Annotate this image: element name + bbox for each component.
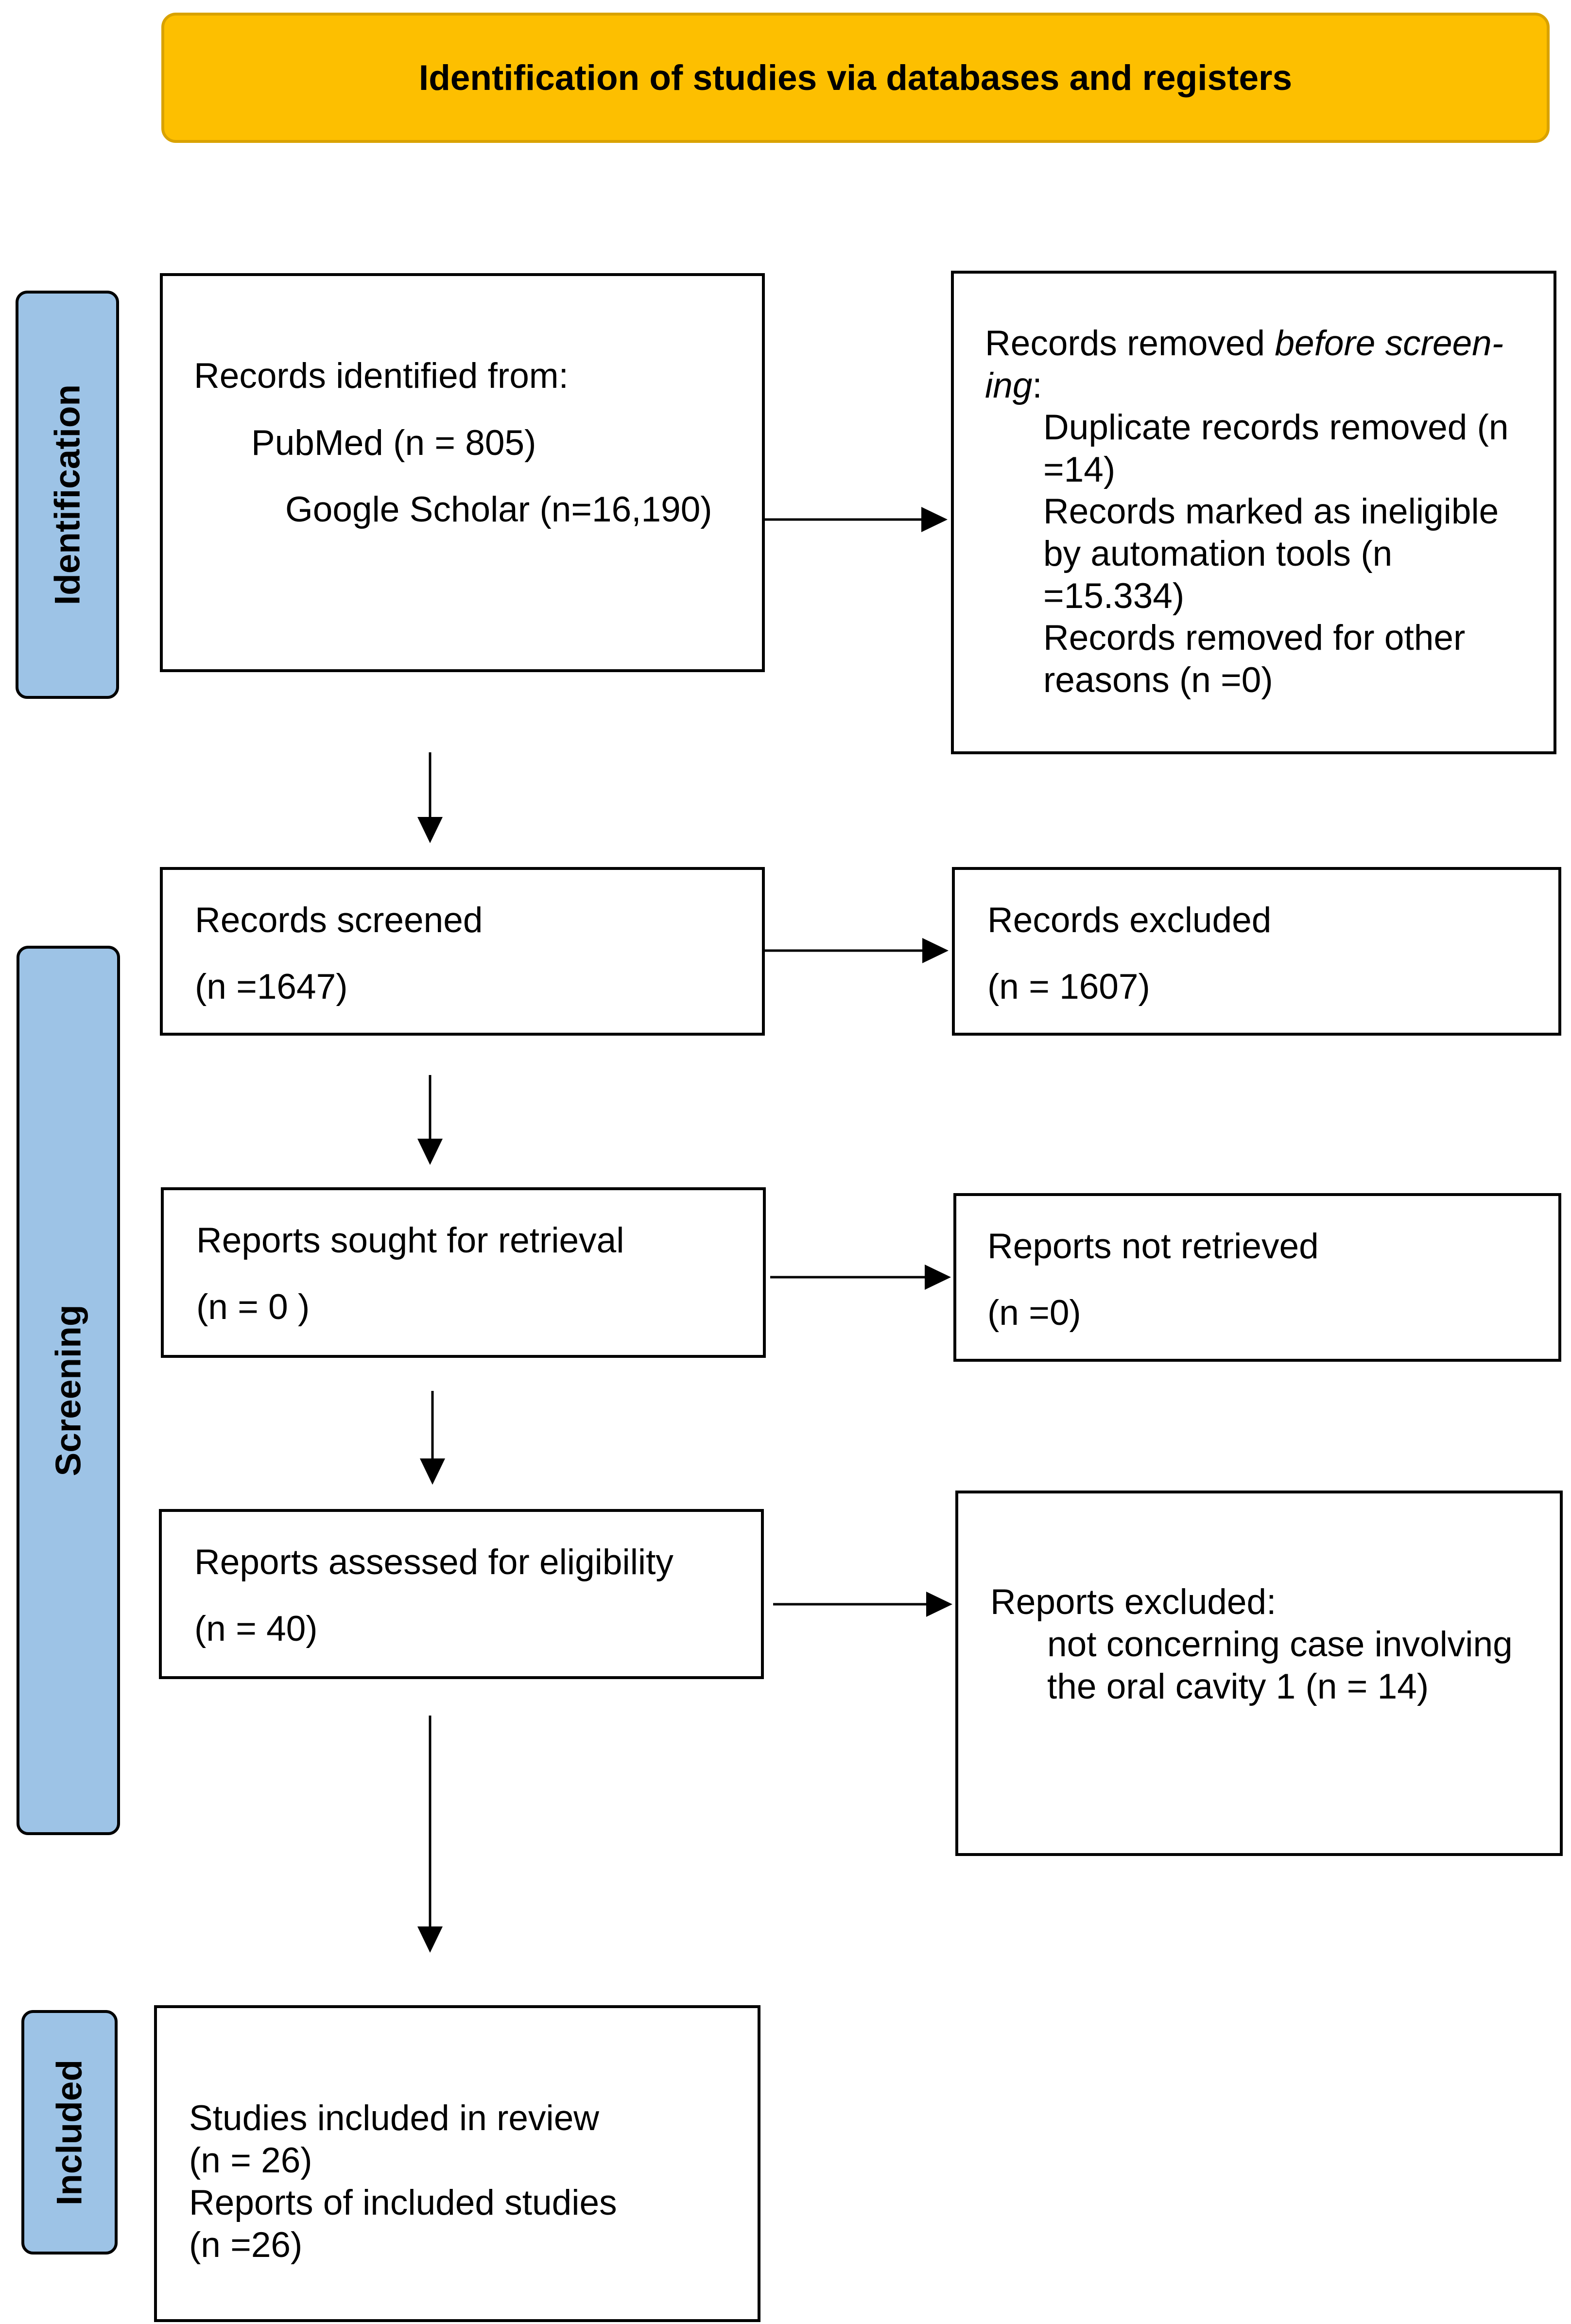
studies-included-box: Studies included in review (n = 26) Repo… — [154, 2005, 760, 2322]
reports-sought-label: Reports sought for retrieval — [196, 1221, 624, 1260]
records-identified-box: Records identified from: PubMed (n = 805… — [160, 273, 765, 672]
studies-included-label: Studies included in review — [189, 2099, 600, 2138]
google-scholar-count: Google Scholar (n=16,190) — [285, 490, 712, 529]
phase-screening: Screening — [17, 946, 120, 1835]
automation-line3: =15.334) — [1043, 576, 1185, 616]
records-removed-heading: Records removed before screen- — [985, 324, 1504, 363]
records-excluded-count: (n = 1607) — [987, 967, 1150, 1006]
reports-not-retrieved-box: Reports not retrieved (n =0) — [953, 1193, 1561, 1362]
reports-excluded-box: Reports excluded: not concerning case in… — [955, 1491, 1563, 1856]
reports-not-retrieved-label: Reports not retrieved — [987, 1227, 1319, 1266]
phase-identification: Identification — [16, 291, 119, 699]
header-title: Identification of studies via databases … — [418, 58, 1293, 98]
arrowhead-sought-to-not-retrieved — [925, 1265, 951, 1290]
reports-included-label: Reports of included studies — [189, 2183, 617, 2222]
records-excluded-label: Records excluded — [987, 901, 1272, 940]
records-identified-heading: Records identified from: — [194, 356, 569, 396]
arrowhead-sought-to-assessed — [420, 1458, 445, 1485]
reports-sought-count: (n = 0 ) — [196, 1287, 310, 1327]
reports-assessed-box: Reports assessed for eligibility (n = 40… — [159, 1509, 764, 1679]
arrowhead-identified-to-screened — [417, 817, 443, 843]
records-screened-box: Records screened (n =1647) — [160, 867, 765, 1036]
reports-not-retrieved-count: (n =0) — [987, 1293, 1081, 1333]
duplicate-records-line2: =14) — [1043, 450, 1116, 489]
pubmed-count: PubMed (n = 805) — [251, 423, 536, 463]
records-screened-count: (n =1647) — [195, 967, 348, 1006]
arrowhead-identified-to-removed — [921, 507, 948, 532]
records-removed-heading-cont: ing: — [985, 366, 1042, 405]
other-reasons-line1: Records removed for other — [1043, 618, 1466, 658]
automation-line2: by automation tools (n — [1043, 534, 1393, 573]
other-reasons-line2: reasons (n =0) — [1043, 660, 1273, 700]
header-banner: Identification of studies via databases … — [161, 13, 1550, 143]
arrowhead-screened-to-excluded — [922, 938, 949, 963]
phase-included: Included — [21, 2010, 118, 2255]
reports-assessed-label: Reports assessed for eligibility — [194, 1543, 673, 1582]
reports-included-count: (n =26) — [189, 2225, 303, 2265]
arrowhead-assessed-to-reports-excluded — [926, 1592, 952, 1617]
reports-assessed-count: (n = 40) — [194, 1609, 318, 1648]
records-removed-box: Records removed before screen- ing: Dupl… — [951, 271, 1556, 754]
reports-excluded-line2: the oral cavity 1 (n = 14) — [1047, 1667, 1429, 1706]
reports-sought-box: Reports sought for retrieval (n = 0 ) — [161, 1187, 766, 1358]
arrowhead-assessed-to-included — [417, 1926, 443, 1953]
reports-excluded-line1: not concerning case involving — [1047, 1625, 1513, 1664]
records-screened-label: Records screened — [195, 901, 483, 940]
records-excluded-box: Records excluded (n = 1607) — [952, 867, 1561, 1036]
studies-included-count: (n = 26) — [189, 2141, 312, 2180]
duplicate-records-line1: Duplicate records removed (n — [1043, 408, 1509, 447]
reports-excluded-heading: Reports excluded: — [990, 1582, 1277, 1622]
automation-line1: Records marked as ineligible — [1043, 492, 1499, 531]
arrowhead-screened-to-sought — [417, 1139, 443, 1165]
